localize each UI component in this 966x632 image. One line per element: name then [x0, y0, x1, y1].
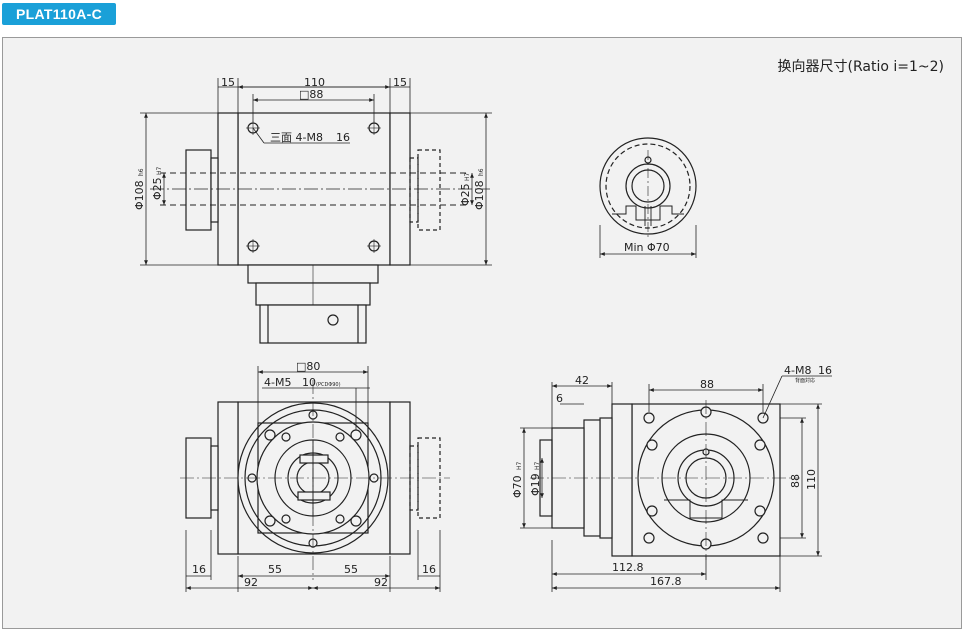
dim-thread-side-depth: 16: [818, 364, 832, 377]
dim-42: 42: [575, 374, 589, 387]
dim-16-left: 16: [192, 563, 206, 576]
dim-6: 6: [556, 392, 563, 405]
ratio-title: 换向器尺寸(Ratio i=1~2): [777, 59, 944, 75]
dim-thread-top-depth: 16: [336, 131, 350, 144]
dim-112-8: 112.8: [612, 561, 644, 574]
dim-55-right: 55: [344, 563, 358, 576]
dim-16-right: 16: [422, 563, 436, 576]
dim-min-d70: Min Φ70: [624, 241, 670, 254]
dim-15-right: 15: [393, 76, 407, 89]
dim-d70-tol: H7: [516, 461, 523, 470]
dim-square-80: □80: [296, 360, 320, 373]
dim-88-right: 88: [789, 474, 802, 488]
dim-pcd: (PCDΦ90): [316, 382, 341, 388]
dim-55-left: 55: [268, 563, 282, 576]
dim-d108-right: Φ108: [473, 180, 486, 210]
dim-92-right: 92: [374, 576, 388, 589]
dim-92-left: 92: [244, 576, 258, 589]
dim-d19-tol: H7: [534, 461, 541, 470]
dim-d25-left: Φ25: [151, 177, 164, 200]
dim-15-left: 15: [221, 76, 235, 89]
dim-d108-left-tol: h6: [138, 168, 145, 176]
top-right-shaft-hidden: [409, 149, 441, 231]
dim-110: 110: [304, 76, 325, 89]
front-view: [180, 366, 450, 592]
dim-d108-right-tol: h6: [478, 168, 485, 176]
dim-d25-left-tol: H7: [156, 166, 163, 175]
dim-167-8: 167.8: [650, 575, 682, 588]
end-view: [599, 137, 697, 258]
model-badge: PLAT110A-C: [2, 3, 116, 25]
dim-d19: Φ19: [529, 473, 542, 496]
side-view: [520, 375, 832, 592]
dim-thread-side: 4-M8: [784, 364, 811, 377]
dim-88-top: 88: [700, 378, 714, 391]
dim-thread-side-note: 背面対応: [795, 377, 815, 384]
side-view-labels: 42 6 88 4-M8 16 背面対応 Φ70 H7 Φ19 H7 88 11…: [511, 364, 832, 588]
front-view-labels: □80 4-M5 10 (PCDΦ90) 16 55 55 16 92 92: [192, 360, 436, 589]
dim-d108-left: Φ108: [133, 180, 146, 210]
top-view: [140, 78, 492, 344]
dim-d25-right: Φ25: [459, 183, 472, 206]
top-view-labels: 15 110 15 □88 三面 4-M8 16 Φ108 h6 Φ25 H7 …: [133, 76, 486, 210]
dim-thread-top: 三面 4-M8: [270, 131, 323, 144]
dim-thread-front-depth: 10: [302, 376, 316, 389]
dim-d25-right-tol: H7: [464, 172, 471, 181]
dim-square-88: □88: [299, 88, 323, 101]
dim-d70: Φ70: [511, 475, 524, 498]
dim-thread-front: 4-M5: [264, 376, 291, 389]
top-left-shaft: [185, 149, 212, 231]
dim-110-right: 110: [805, 469, 818, 490]
